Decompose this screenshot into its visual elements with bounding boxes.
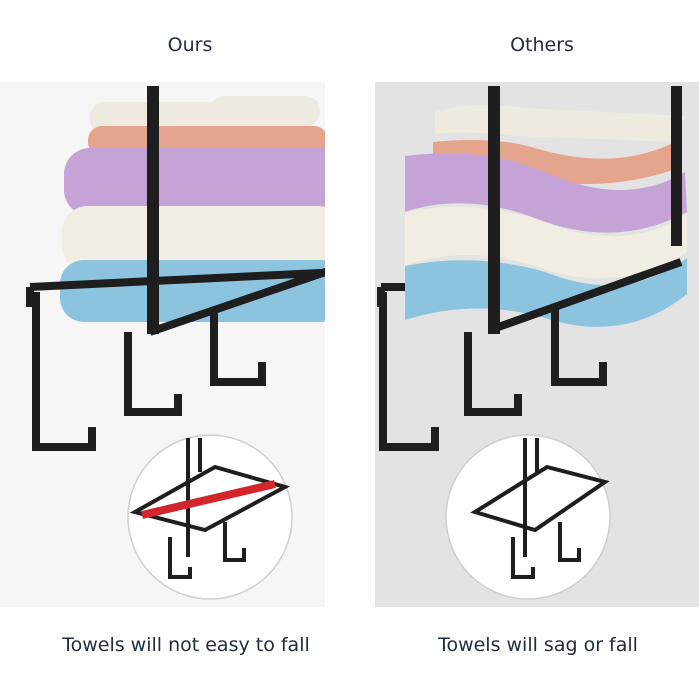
detail-rack-closeup — [129, 438, 291, 579]
towel-white-right — [210, 96, 320, 126]
others-photo-panel — [375, 82, 699, 607]
rack-bar-front — [488, 86, 500, 334]
towel-purple — [64, 148, 325, 216]
hook-middle — [464, 332, 522, 416]
right-title: Others — [510, 34, 574, 56]
rack-bottom-frame — [26, 267, 325, 336]
detail-rack-closeup — [470, 438, 610, 579]
others-rack-illustration — [377, 86, 687, 600]
towel-blue — [60, 260, 325, 322]
hook-right — [210, 307, 266, 386]
left-caption: Towels will not easy to fall — [62, 634, 310, 656]
ours-photo-panel — [0, 82, 325, 607]
hook-left — [379, 292, 439, 451]
detail-circle — [445, 434, 611, 600]
right-caption: Towels will sag or fall — [438, 634, 638, 656]
ours-rack-illustration — [26, 86, 325, 600]
rack-bar-front — [147, 86, 159, 334]
towel-blue-sag — [405, 258, 687, 327]
hook-middle — [124, 332, 182, 416]
hook-left — [32, 292, 96, 451]
hook-right — [551, 307, 607, 386]
towel-cream-sag — [405, 206, 687, 279]
left-title: Ours — [167, 34, 213, 56]
towel-purple-sag — [405, 153, 687, 233]
towel-white-sag — [435, 104, 685, 142]
rack-bar-back — [671, 86, 682, 246]
towel-cream — [62, 206, 325, 272]
highlight-bar — [141, 480, 276, 519]
